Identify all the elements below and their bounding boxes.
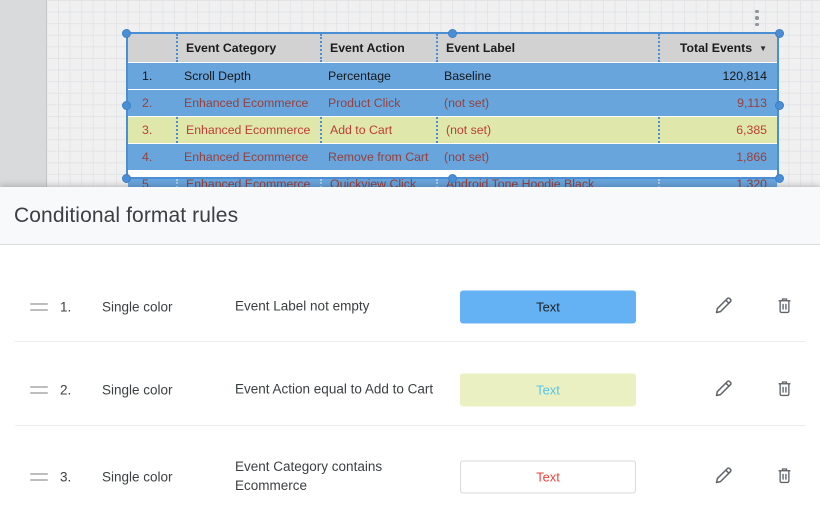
resize-handle-bottom-left[interactable]	[121, 173, 131, 183]
cell-action: Percentage	[328, 69, 391, 83]
cell-label: (not set)	[436, 117, 658, 143]
header-total-events: Total Events ▼	[658, 34, 777, 62]
cell-total: 1,320	[658, 179, 777, 187]
resize-handle-bottom-middle[interactable]	[448, 173, 457, 183]
drag-handle-icon[interactable]	[30, 302, 48, 311]
pencil-icon	[713, 465, 734, 489]
table-row: 3. Enhanced Ecommerce Add to Cart (not s…	[128, 116, 777, 143]
drag-handle-icon[interactable]	[30, 386, 48, 394]
conditional-format-panel: Conditional format rules 1. Single color…	[0, 187, 820, 524]
row-number: 3.	[142, 123, 153, 137]
resize-handle-bottom-right[interactable]	[774, 173, 784, 183]
trash-icon	[775, 378, 794, 402]
format-rule-row: 3. Single color Event Category contains …	[0, 426, 820, 524]
pencil-icon	[713, 378, 734, 402]
format-rule-row: 1. Single color Event Label not empty Te…	[0, 245, 820, 342]
row-number: 2.	[142, 96, 153, 110]
rule-condition: Event Action equal to Add to Cart	[235, 381, 434, 397]
cell-category: Enhanced Ecommerce	[176, 117, 320, 143]
report-canvas: Event Category Event Action Event Label …	[0, 0, 820, 187]
trash-icon	[775, 465, 794, 489]
rule-color-swatch[interactable]: Text	[460, 460, 636, 494]
edit-rule-button[interactable]	[711, 465, 735, 489]
cell-category: Enhanced Ecommerce	[176, 179, 320, 187]
rule-type: Single color	[102, 299, 173, 314]
rule-condition: Event Category contains Ecommerce	[235, 459, 383, 493]
more-options-icon[interactable]	[750, 6, 764, 30]
resize-handle-top-right[interactable]	[774, 28, 784, 38]
sort-descending-icon: ▼	[759, 43, 767, 53]
cell-action: Product Click	[328, 96, 401, 110]
rule-number: 1.	[60, 299, 72, 314]
trash-icon	[775, 295, 794, 319]
resize-handle-right-middle[interactable]	[774, 101, 784, 110]
table-chart[interactable]: Event Category Event Action Event Label …	[126, 32, 779, 179]
delete-rule-button[interactable]	[772, 378, 796, 402]
header-event-category: Event Category	[176, 34, 320, 62]
cell-label: Android Tone Hoodie Black	[436, 179, 658, 187]
canvas-left-edge	[0, 0, 47, 187]
rule-condition: Event Label not empty	[235, 298, 370, 314]
cell-label: (not set)	[444, 96, 490, 110]
format-rule-row: 2. Single color Event Action equal to Ad…	[0, 342, 820, 426]
header-event-label: Event Label	[436, 34, 658, 62]
cell-action: Add to Cart	[320, 117, 436, 143]
cell-category: Enhanced Ecommerce	[184, 96, 309, 110]
header-event-action: Event Action	[320, 34, 436, 62]
delete-rule-button[interactable]	[772, 295, 796, 319]
cell-label: (not set)	[444, 150, 490, 164]
cell-category: Enhanced Ecommerce	[184, 150, 309, 164]
resize-handle-left-middle[interactable]	[121, 101, 131, 110]
table-row: 4. Enhanced Ecommerce Remove from Cart (…	[128, 143, 777, 170]
resize-handle-top-left[interactable]	[121, 28, 131, 38]
cell-total: 9,113	[737, 96, 767, 110]
edit-rule-button[interactable]	[711, 295, 735, 319]
panel-header: Conditional format rules	[0, 187, 820, 245]
row-number: 4.	[142, 150, 153, 164]
drag-handle-icon[interactable]	[30, 473, 48, 481]
cell-action: Quickview Click	[320, 179, 436, 187]
rule-number: 3.	[60, 469, 72, 485]
edit-rule-button[interactable]	[711, 378, 735, 402]
delete-rule-button[interactable]	[772, 465, 796, 489]
cell-action: Remove from Cart	[328, 150, 429, 164]
table-row: 1. Scroll Depth Percentage Baseline 120,…	[128, 62, 777, 89]
rule-type: Single color	[102, 469, 173, 485]
rule-number: 2.	[60, 382, 72, 398]
rule-color-swatch[interactable]: Text	[460, 373, 636, 407]
cell-total: 1,866	[736, 150, 767, 164]
rule-color-swatch[interactable]: Text	[460, 290, 636, 323]
resize-handle-top-middle[interactable]	[448, 28, 457, 38]
cell-category: Scroll Depth	[184, 69, 251, 83]
table-row-clipped: 5. Enhanced Ecommerce Quickview Click An…	[128, 179, 777, 187]
cell-label: Baseline	[444, 69, 492, 83]
pencil-icon	[713, 295, 734, 319]
rule-type: Single color	[102, 382, 173, 398]
cell-total: 6,385	[658, 117, 777, 143]
row-number: 5.	[142, 179, 153, 187]
header-row-number	[128, 34, 176, 62]
table-row: 2. Enhanced Ecommerce Product Click (not…	[128, 89, 777, 116]
panel-title: Conditional format rules	[14, 203, 239, 227]
table-header-row: Event Category Event Action Event Label …	[128, 34, 777, 62]
row-number: 1.	[142, 69, 153, 83]
cell-total: 120,814	[722, 69, 767, 83]
